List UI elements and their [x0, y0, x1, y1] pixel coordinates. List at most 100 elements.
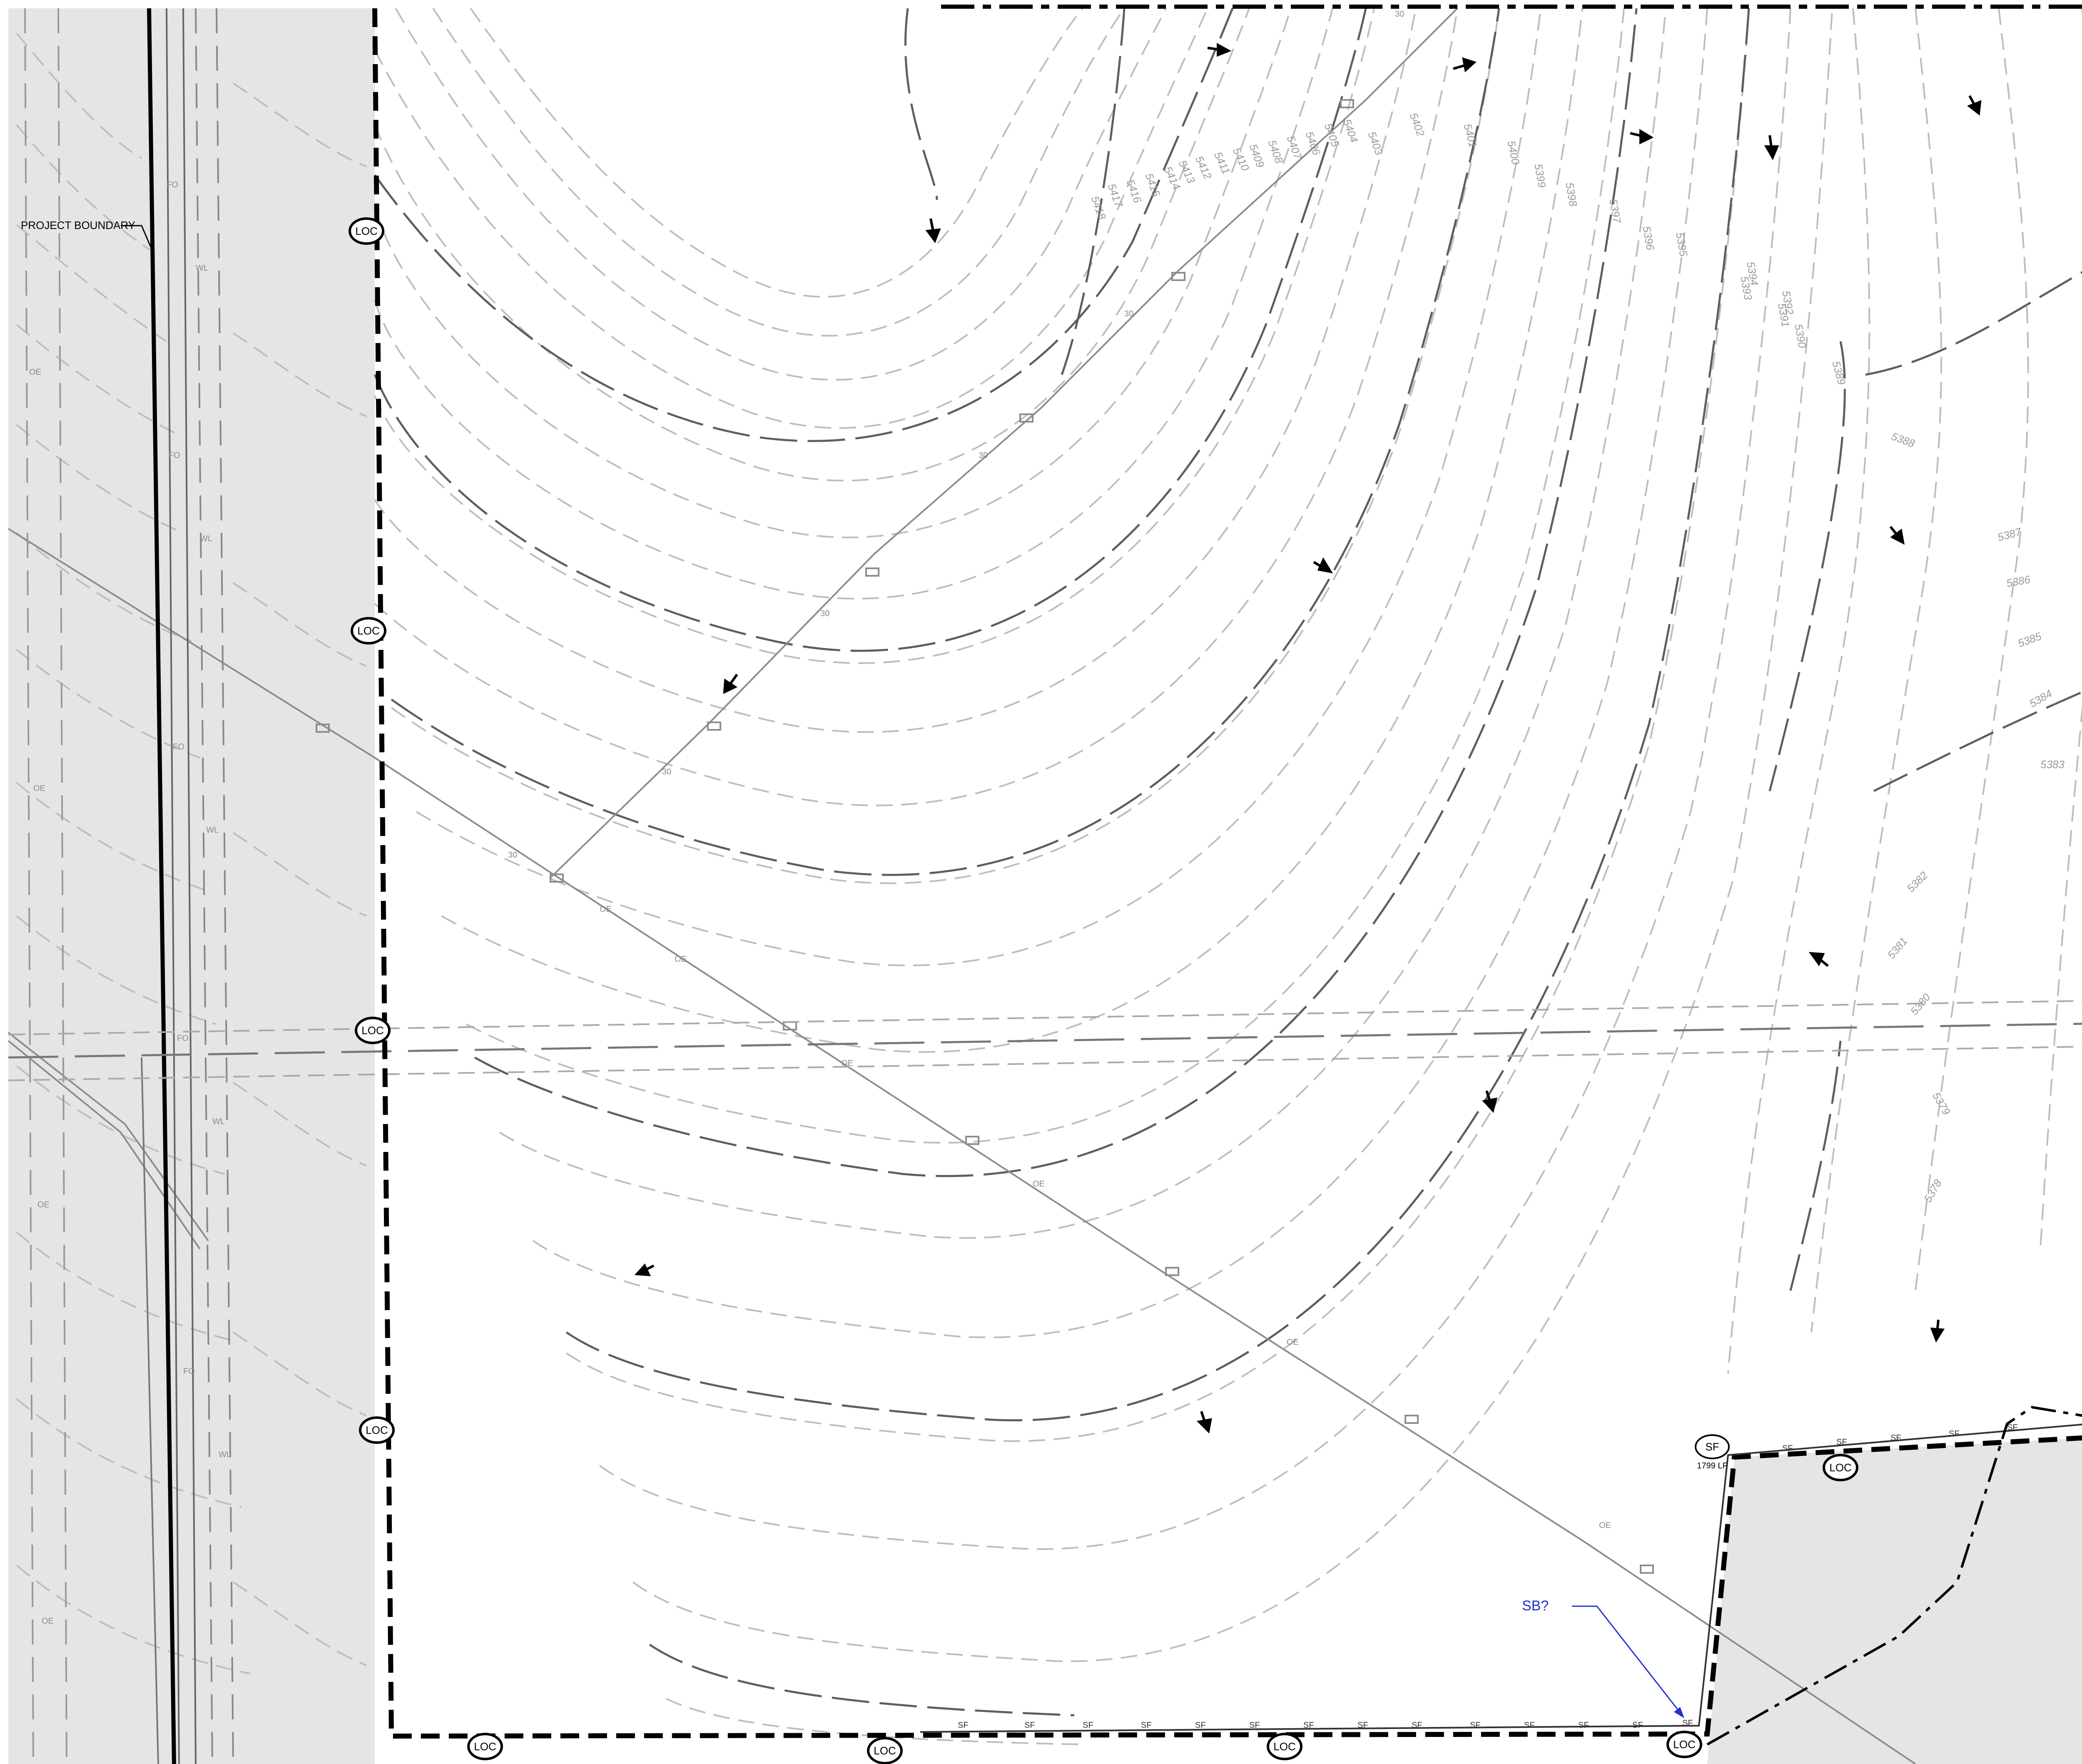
- west-corridor-ticks: FO FO FO FO FO WL WL WL WL WL OE OE OE O…: [29, 180, 231, 1626]
- ohe-tick: OE: [675, 955, 687, 964]
- sf-tick: SF: [1083, 1721, 1093, 1730]
- flow-arrows: [634, 42, 1982, 1434]
- fo-tick: FO: [173, 742, 184, 751]
- silt-fence-callout: SF 1799 LF: [1695, 1434, 1730, 1470]
- project-boundary-label: PROJECT BOUNDARY: [21, 219, 135, 231]
- contour-label: 5379: [1930, 1090, 1953, 1117]
- loc-label: LOC: [1273, 1740, 1295, 1753]
- contour-elevation-labels: 5403 5402 5401 5400 5399 5398 5397 5396 …: [1088, 111, 2065, 1204]
- sf-length-label: 1799 LF: [1697, 1461, 1727, 1470]
- contour-label: 5411: [1212, 150, 1233, 176]
- sf-tick: SF: [2007, 1423, 2018, 1432]
- gas-tick: 30: [1395, 10, 1404, 19]
- sf-tick: SF: [1836, 1438, 1847, 1447]
- gas-tick: 30: [1124, 309, 1133, 318]
- contour-label: 5398: [1563, 182, 1580, 208]
- ohe-tick: OE: [1033, 1179, 1045, 1189]
- flow-arrow-icon: [1207, 42, 1231, 57]
- loc-label: LOC: [874, 1744, 896, 1757]
- contour-label: 5402: [1407, 111, 1427, 138]
- offsite-shading: [8, 8, 2082, 1764]
- loc-label: LOC: [357, 624, 379, 637]
- gas-tick: 30: [820, 609, 829, 618]
- loc-bubble: LOC: [359, 1416, 395, 1444]
- sf-tick: SF: [1682, 1719, 1693, 1728]
- sf-tick: SF: [1024, 1721, 1035, 1730]
- loc-label: LOC: [366, 1424, 388, 1436]
- contour-label: 5417: [1105, 182, 1126, 209]
- project-boundary-line: [372, 8, 2082, 1739]
- loc-bubble: LOC: [1267, 1733, 1302, 1760]
- property-line: [1706, 1406, 2082, 1746]
- contour-label: 5390: [1792, 323, 1809, 349]
- flow-arrow-icon: [1967, 95, 1982, 116]
- flow-arrow-icon: [1453, 57, 1477, 72]
- loc-bubbles: LOC LOC LOC LOC LOC LOC LOC LOC LOC: [349, 217, 1858, 1764]
- contour-label: 5385: [2016, 629, 2043, 649]
- wl-tick: WL: [196, 264, 208, 273]
- loc-label: LOC: [1829, 1461, 1851, 1474]
- contour-label: 5381: [1885, 935, 1910, 961]
- silt-fence-ticks: SF SF SF SF SF SF SF SF SF SF SF SF SF S…: [958, 1423, 2018, 1730]
- sf-tick: SF: [1782, 1444, 1793, 1453]
- contour-label: 5389: [1830, 360, 1848, 386]
- sf-tick: SF: [1890, 1433, 1901, 1443]
- wl-tick: WL: [200, 534, 212, 543]
- ohe-tick: OE: [841, 1059, 853, 1068]
- loc-bubble: LOC: [1666, 1731, 1702, 1758]
- loc-bubble: LOC: [1823, 1454, 1858, 1481]
- flow-arrow-icon: [1764, 135, 1779, 160]
- contour-label: 5407: [1284, 134, 1305, 162]
- loc-label: LOC: [1673, 1738, 1695, 1751]
- flow-arrow-icon: [1482, 1090, 1498, 1113]
- contour-label: 5395: [1674, 231, 1690, 258]
- sf-tick: SF: [1578, 1721, 1589, 1730]
- flow-arrow-icon: [1930, 1319, 1945, 1343]
- project-boundary-callout: PROJECT BOUNDARY: [21, 219, 153, 250]
- contour-label: 5382: [1904, 869, 1930, 895]
- utility-tick-labels: OE OE OE OE OE OE 30 30 30 30 30 30: [508, 10, 1611, 1530]
- flow-arrow-icon: [634, 1263, 655, 1276]
- ohe-tick: OE: [1287, 1338, 1299, 1347]
- fo-tick: FO: [183, 1367, 195, 1376]
- loc-bubble: LOC: [351, 617, 386, 644]
- sf-bubble-label: SF: [1705, 1441, 1719, 1453]
- contour-label: 5406: [1303, 130, 1323, 157]
- contour-label: 5415: [1143, 172, 1163, 199]
- contour-label: 5418: [1088, 194, 1108, 221]
- ohe-tick: OE: [1599, 1521, 1611, 1530]
- sf-tick: SF: [1303, 1721, 1314, 1730]
- sf-tick: SF: [958, 1721, 969, 1730]
- contour-label: 5378: [1921, 1177, 1944, 1204]
- gas-tick: 30: [662, 767, 671, 776]
- flow-arrow-icon: [1630, 129, 1654, 144]
- contour-label: 5386: [2005, 573, 2032, 590]
- ohe-tick: OE: [37, 1200, 50, 1209]
- wl-tick: WL: [219, 1450, 231, 1459]
- ohe-tick: OE: [42, 1617, 54, 1626]
- sf-tick: SF: [1524, 1721, 1535, 1730]
- flow-arrow-icon: [1808, 952, 1829, 967]
- fo-tick: FO: [167, 180, 178, 189]
- contour-label: 5396: [1640, 225, 1657, 251]
- ohe-tick: OE: [33, 784, 45, 793]
- ohe-tick: OE: [29, 368, 41, 377]
- sf-tick: SF: [1141, 1721, 1152, 1730]
- wl-tick: WL: [206, 826, 219, 835]
- sf-tick: SF: [1470, 1721, 1481, 1730]
- silt-fence: [920, 1423, 2082, 1733]
- sf-tick: SF: [1249, 1721, 1260, 1730]
- sf-tick: SF: [1949, 1429, 1960, 1438]
- contour-label: 5408: [1265, 138, 1285, 165]
- sf-tick: SF: [1195, 1721, 1206, 1730]
- fo-tick: FO: [177, 1034, 189, 1043]
- gas-tick: 30: [979, 451, 988, 460]
- loc-bubble: LOC: [355, 1017, 391, 1044]
- contour-label: 5403: [1365, 130, 1385, 157]
- flow-arrow-icon: [723, 674, 738, 694]
- major-contours: [374, 8, 2082, 1717]
- loc-label: LOC: [361, 1024, 384, 1037]
- sf-tick: SF: [1632, 1721, 1643, 1730]
- loc-bubble: LOC: [467, 1733, 503, 1760]
